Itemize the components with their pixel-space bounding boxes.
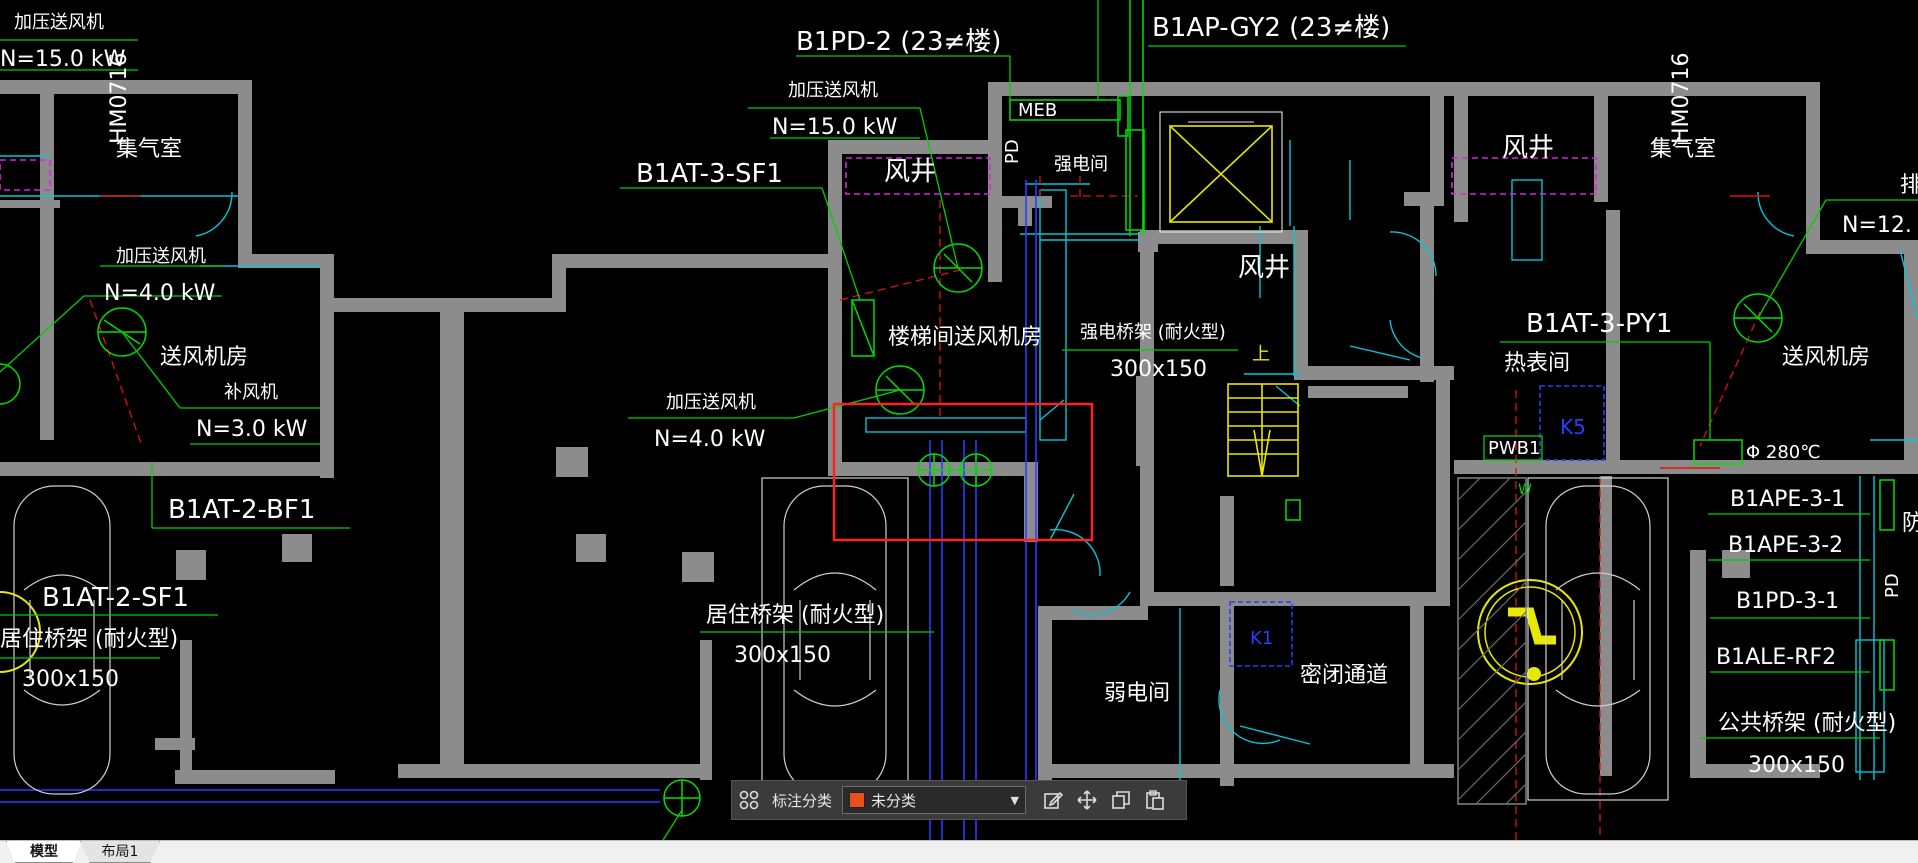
label-fan-left: 加压送风机 [116,246,206,267]
label-fan-center-power: N=15.0 kW [772,115,898,140]
tab-model[interactable]: 模型 [6,841,82,863]
label-gas-room-left: 集气室 [116,137,182,162]
walls [0,80,1918,786]
label-b1at2-sf1: B1AT-2-SF1 [42,583,189,613]
label-pub-tray-size: 300x150 [1748,753,1845,778]
label-fan-mid-power: N=4.0 kW [654,427,766,452]
label-right-edge-char2: 防 [1902,511,1918,536]
label-pd-right: PD [1882,573,1903,598]
cad-drawing-canvas[interactable]: 加压送风机 N=15.0 kW B1PD-2 (23≠楼) B1AP-GY2 (… [0,0,1918,840]
stair-symbol [1227,383,1299,477]
tab-layout1[interactable]: 布局1 [80,841,160,863]
move-icon[interactable] [1070,783,1104,817]
hatched-wall [1457,477,1527,805]
highlight-annotation-box[interactable] [832,402,1094,542]
label-b1pd2: B1PD-2 (23≠楼) [796,27,1001,57]
edit-icon[interactable] [1036,783,1070,817]
label-k1: K1 [1250,628,1273,649]
label-makeup-power: N=3.0 kW [196,417,308,442]
label-strong-elec-room: 强电间 [1054,154,1108,175]
label-b1pd31: B1PD-3-1 [1736,589,1839,614]
label-res-tray-left-size: 300x150 [22,667,119,692]
label-makeup-fan: 补风机 [224,382,278,403]
valve-pair [917,453,993,487]
label-gas-room-right: 集气室 [1650,137,1716,162]
label-stair-fan-room: 楼梯间送风机房 [888,325,1042,350]
label-right-edge-char: 排 [1900,173,1918,198]
label-hm-right: HM0716 [1669,52,1694,144]
label-sealed-passage: 密闭通道 [1300,663,1388,688]
label-w-mark: W [1518,482,1532,498]
leader-lines [0,0,1918,840]
label-pwb1: PWB1 [1488,438,1540,459]
label-shaft-c: 风井 [1502,133,1554,163]
label-fan-left-power: N=4.0 kW [104,281,216,306]
grid-icon[interactable] [732,783,766,817]
annotation-toolbar: 标注分类 未分类 ▼ [731,780,1187,820]
label-top-left-fan: 加压送风机 [14,12,104,33]
label-fan-room-right: 送风机房 [1782,345,1870,370]
car-right [1527,477,1669,801]
chevron-down-icon: ▼ [1010,793,1020,807]
label-shaft-b: 风井 [1238,253,1290,283]
label-b1at3-sf1: B1AT-3-SF1 [636,159,783,189]
category-color-swatch [849,792,866,808]
accessible-parking-icon [0,579,1583,685]
elevator-shaft [1159,111,1283,233]
label-right-power: N=12. [1842,213,1912,238]
drawing-labels: 加压送风机 N=15.0 kW B1PD-2 (23≠楼) B1AP-GY2 (… [0,12,1918,778]
label-b1ap-gy2: B1AP-GY2 (23≠楼) [1152,13,1390,43]
label-res-tray-mid-size: 300x150 [734,643,831,668]
paste-icon[interactable] [1138,783,1172,817]
label-b1ape31: B1APE-3-1 [1730,487,1845,512]
category-label: 标注分类 [772,791,833,810]
label-res-tray-left: 居住桥架 (耐火型) [0,627,178,652]
label-strong-tray-size: 300x150 [1110,357,1207,382]
label-res-tray-mid: 居住桥架 (耐火型) [706,603,884,628]
car-left [13,485,111,795]
label-k5: K5 [1560,415,1586,439]
label-damper-280: Φ 280℃ [1746,442,1820,463]
fan-left-edge [0,363,21,405]
category-value: 未分类 [871,791,917,810]
label-strong-tray: 强电桥架 (耐火型) [1080,322,1226,343]
copy-icon[interactable] [1104,783,1138,817]
label-fan-center: 加压送风机 [788,80,878,101]
label-fan-room-left: 送风机房 [160,345,248,370]
label-fan-mid: 加压送风机 [666,392,756,413]
label-b1ale-rf2: B1ALE-RF2 [1716,645,1836,670]
label-top-left-power: N=15.0 kW [0,47,126,72]
label-heat-meter-room: 热表间 [1504,351,1570,376]
label-hm-left: HM0716 [107,52,132,144]
label-b1ape32: B1APE-3-2 [1728,533,1843,558]
layout-tab-bar: 模型 布局1 [0,840,1918,863]
label-shaft-a: 风井 [884,157,936,187]
category-dropdown[interactable]: 未分类 ▼ [842,786,1027,814]
label-pub-tray: 公共桥架 (耐火型) [1718,711,1896,736]
label-b1at2-bf1: B1AT-2-BF1 [168,495,315,525]
label-b1at3-py1: B1AT-3-PY1 [1526,309,1672,339]
label-meb: MEB [1018,100,1057,121]
label-weak-elec-room: 弱电间 [1104,681,1170,706]
label-up-mark: 上 [1252,344,1270,365]
label-pd: PD [1002,139,1023,164]
